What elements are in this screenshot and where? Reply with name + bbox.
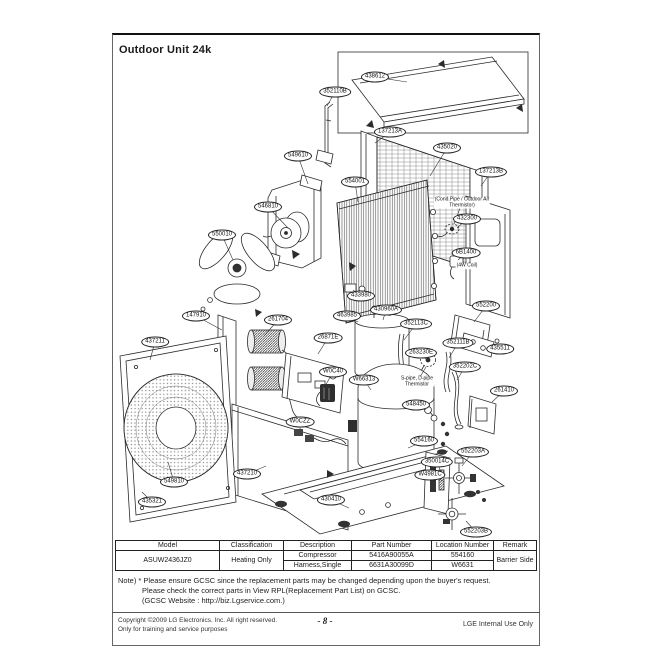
part-label: 26871E [313,332,343,344]
page-title: Outdoor Unit 24k [119,44,212,56]
cell-description: Compressor [283,550,352,561]
cell-location-number: 554160 [431,550,494,561]
part-label: 554160 [409,435,439,447]
part-label: 137213A [373,126,407,138]
part-label: 546810 [253,201,283,213]
table-header-row: Model Classification Description Part Nu… [115,540,537,551]
header-model: Model [115,540,220,551]
part-label: 435511 [486,343,514,355]
part-label: 352202C [448,361,482,373]
part-label: W66313 [348,374,380,386]
part-label: W0CZZ [285,416,315,428]
page-number: - 8 - [317,616,333,626]
part-label: 147910 [181,310,211,322]
part-label: 352110B [319,86,351,98]
part-label: 550010 [207,229,237,241]
parts-table: Model Classification Description Part Nu… [115,540,537,571]
part-label: 435321 [137,496,167,508]
footer-copyright: Copyright ©2009 LG Electronics. Inc. All… [118,617,277,634]
header-remark: Remark [493,540,537,551]
part-label: 6B1400 [451,247,481,259]
footer-divider [112,612,540,613]
header-description: Description [283,540,352,551]
note-line: (GCSC Website : http://biz.Lgservice.com… [142,596,285,605]
part-label: 430960A [369,304,403,316]
part-annotation: S-pipe, D-pipe Thermistor [400,375,434,388]
diagram-linework [119,51,529,535]
cell-classification: Heating Only [219,550,284,571]
footer-internal-use: LGE Internal Use Only [462,621,533,628]
cell-part-number: 5416A90055A [351,550,432,561]
note-line: Please check the correct parts in View R… [142,586,401,595]
cell-description: Harness,Single [283,560,352,571]
part-label: 352113C [400,318,432,330]
part-label: 352111B [442,337,474,349]
part-label: 430410 [316,494,346,506]
part-label: 552203A [456,446,490,458]
footer-copyright-line2: Only for training and service purposes [118,625,228,633]
part-label: 552203B [459,526,493,538]
header-classification: Classification [219,540,284,551]
header-part-number: Part Number [351,540,432,551]
part-label: 554001 [340,176,370,188]
part-label: 438612 [360,71,390,83]
cell-model: ASUW2436JZ0 [115,550,220,571]
part-label: 261410 [489,385,519,397]
footer-copyright-line1: Copyright ©2009 LG Electronics. Inc. All… [118,617,278,624]
part-label: 435020 [432,142,462,154]
table-row: Harness,Single 6631A30099D W6631 [116,560,537,571]
notes: Note) * Please ensure GCSC since the rep… [118,576,491,606]
part-label: 549810 [159,476,189,488]
part-label: 263230E [404,347,438,359]
part-label: 350014C [420,456,454,468]
part-label: 137213B [474,166,508,178]
part-label: 552200 [471,300,501,312]
part-label: 261704 [263,314,293,326]
part-annotation: (4W Coil) [455,262,479,269]
table-row: ASUW2436JZ0 Heating Only Compressor 5416… [115,550,537,571]
part-annotation: (Cond.Pipe / Outdoor Air Thermistor) [433,196,491,209]
part-label: 549610 [283,150,313,162]
part-label: 433980 [346,290,376,302]
part-label: W0C40 [318,366,348,378]
part-label: 463985 [332,310,362,322]
note-line: Note) * Please ensure GCSC since the rep… [118,576,491,585]
part-label: 437210 [232,468,262,480]
part-label: 437211 [141,336,169,348]
cell-location-number: W6631 [431,560,494,571]
part-label: 432300 [452,213,482,225]
header-location-number: Location Number [431,540,494,551]
cell-remark: Barrier Side [493,550,537,571]
cell-part-number: 6631A30099D [351,560,432,571]
part-label: W4981C [414,469,446,481]
part-label: 548450 [401,399,431,411]
